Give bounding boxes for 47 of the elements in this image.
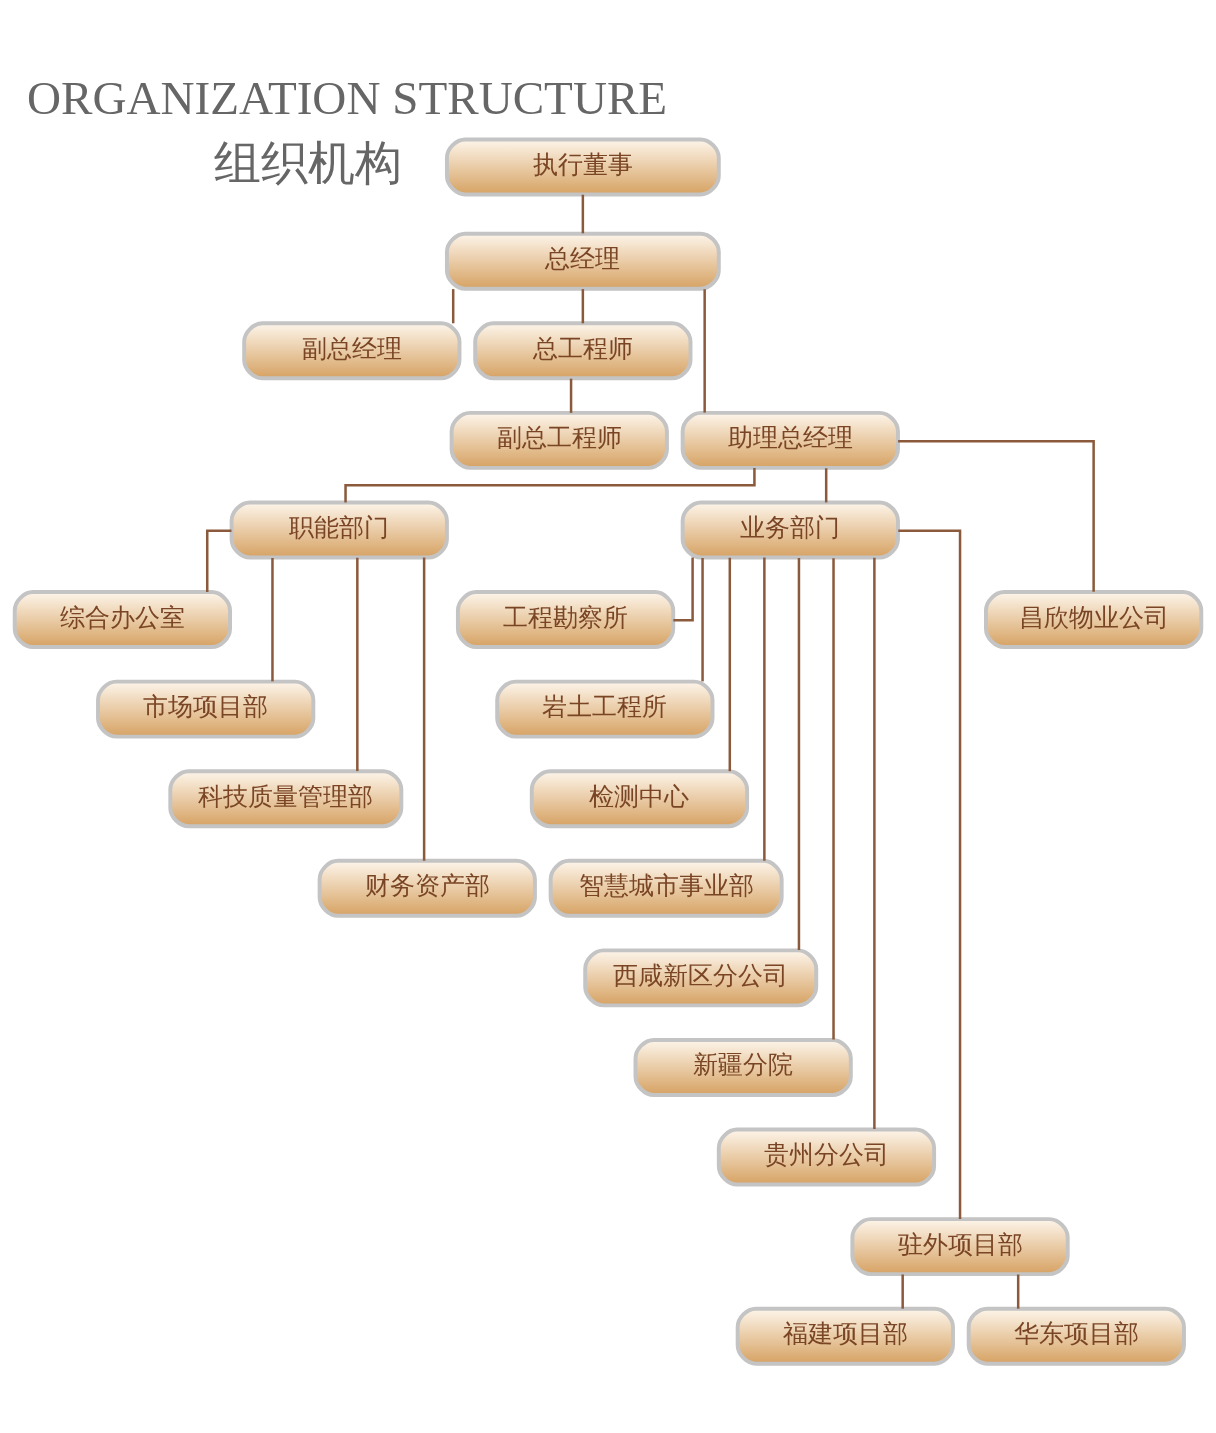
node-box: 科技质量管理部 xyxy=(168,768,404,828)
node-box: 职能部门 xyxy=(229,500,449,559)
node-box: 副总工程师 xyxy=(449,410,669,470)
label: 组织机构 xyxy=(213,134,402,190)
node-box: 总工程师 xyxy=(473,320,693,380)
connector xyxy=(797,557,801,950)
connector xyxy=(901,1274,904,1309)
node-box: 检测中心 xyxy=(529,768,750,828)
connector xyxy=(898,529,962,1219)
node-box: 华东项目部 xyxy=(966,1306,1186,1366)
connector xyxy=(581,288,585,323)
connector xyxy=(356,557,359,771)
connector xyxy=(581,194,585,233)
node-box: 总经理 xyxy=(444,231,721,291)
connector xyxy=(569,378,573,413)
node-box: 驻外项目部 xyxy=(850,1216,1070,1276)
connector xyxy=(271,557,274,681)
node-box: 新疆分院 xyxy=(633,1037,853,1097)
connector xyxy=(1016,1274,1020,1309)
node-box: 工程勘察所 xyxy=(455,589,676,649)
node-box: 市场项目部 xyxy=(96,679,316,739)
connector xyxy=(703,288,706,413)
node-box: 贵州分公司 xyxy=(716,1127,937,1186)
node-box: 业务部门 xyxy=(680,500,900,559)
node-box: 智慧城市事业部 xyxy=(548,858,784,918)
connector xyxy=(824,467,828,502)
node-box: 福建项目部 xyxy=(735,1306,955,1366)
node-box: 岩土工程所 xyxy=(495,679,715,739)
diagram-title: ORGANIZATION STRUCTURE xyxy=(27,71,668,124)
node-box: 执行董事 xyxy=(444,136,721,196)
node-box: 副总经理 xyxy=(242,320,462,380)
node-box: 综合办公室 xyxy=(12,589,232,649)
connector xyxy=(728,557,732,771)
connector xyxy=(673,557,694,622)
connector xyxy=(344,467,756,502)
connector xyxy=(422,557,426,861)
node-box: 西咸新区分公司 xyxy=(583,947,819,1007)
connector xyxy=(701,557,704,681)
connector xyxy=(873,557,876,1129)
node-box: 昌欣物业公司 xyxy=(984,589,1204,649)
node-box: 助理总经理 xyxy=(680,410,900,470)
node-box: 财务资产部 xyxy=(317,858,537,918)
connector xyxy=(832,557,835,1040)
connector xyxy=(898,439,1095,592)
connector xyxy=(763,557,766,861)
connector xyxy=(206,529,232,592)
connector xyxy=(451,288,455,323)
